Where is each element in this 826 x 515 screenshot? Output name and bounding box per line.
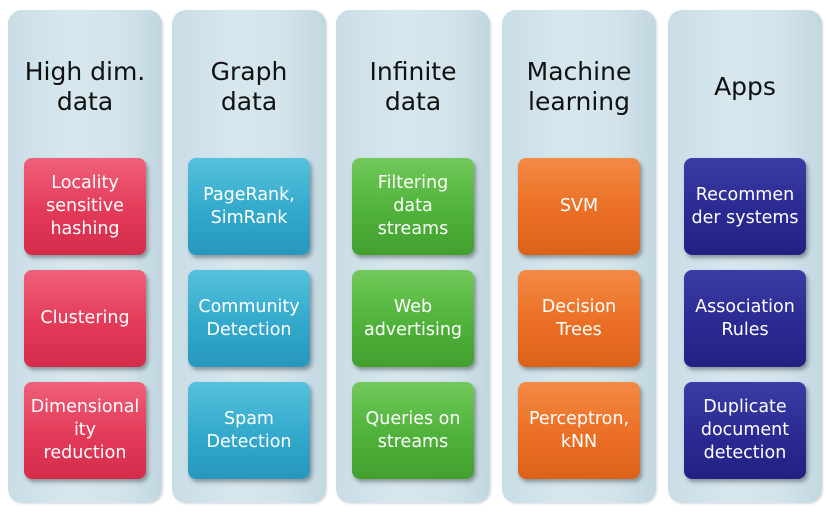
- topic-box-recommender-systems: Recommen der systems: [684, 158, 806, 255]
- topic-box-decision-trees: Decision Trees: [518, 270, 640, 367]
- topic-box-spam-detection: Spam Detection: [188, 382, 310, 479]
- topic-box-clustering: Clustering: [24, 270, 146, 367]
- column-title: High dim. data: [24, 57, 146, 116]
- topic-box-filtering-data-streams: Filtering data streams: [352, 158, 474, 255]
- column-infinite-data: Infinite data Filtering data streams Web…: [336, 10, 490, 503]
- column-title: Machine learning: [526, 57, 632, 116]
- topic-box-queries-on-streams: Queries on streams: [352, 382, 474, 479]
- topic-box-dimensionality-reduction: Dimensional ity reduction: [24, 382, 146, 479]
- topic-box-locality-sensitive-hashing: Locality sensitive hashing: [24, 158, 146, 255]
- column-title: Infinite data: [369, 57, 457, 116]
- column-title: Graph data: [210, 57, 288, 116]
- topic-box-association-rules: Association Rules: [684, 270, 806, 367]
- column-machine-learning: Machine learning SVM Decision Trees Perc…: [502, 10, 656, 503]
- column-graph-data: Graph data PageRank, SimRank Community D…: [172, 10, 326, 503]
- topic-box-perceptron-knn: Perceptron, kNN: [518, 382, 640, 479]
- column-high-dim-data: High dim. data Locality sensitive hashin…: [8, 10, 162, 503]
- column-apps: Apps Recommen der systems Association Ru…: [668, 10, 822, 503]
- topic-box-web-advertising: Web advertising: [352, 270, 474, 367]
- topic-box-pagerank-simrank: PageRank, SimRank: [188, 158, 310, 255]
- column-title: Apps: [714, 72, 776, 101]
- topic-box-community-detection: Community Detection: [188, 270, 310, 367]
- topic-box-svm: SVM: [518, 158, 640, 255]
- topic-box-duplicate-document-detection: Duplicate document detection: [684, 382, 806, 479]
